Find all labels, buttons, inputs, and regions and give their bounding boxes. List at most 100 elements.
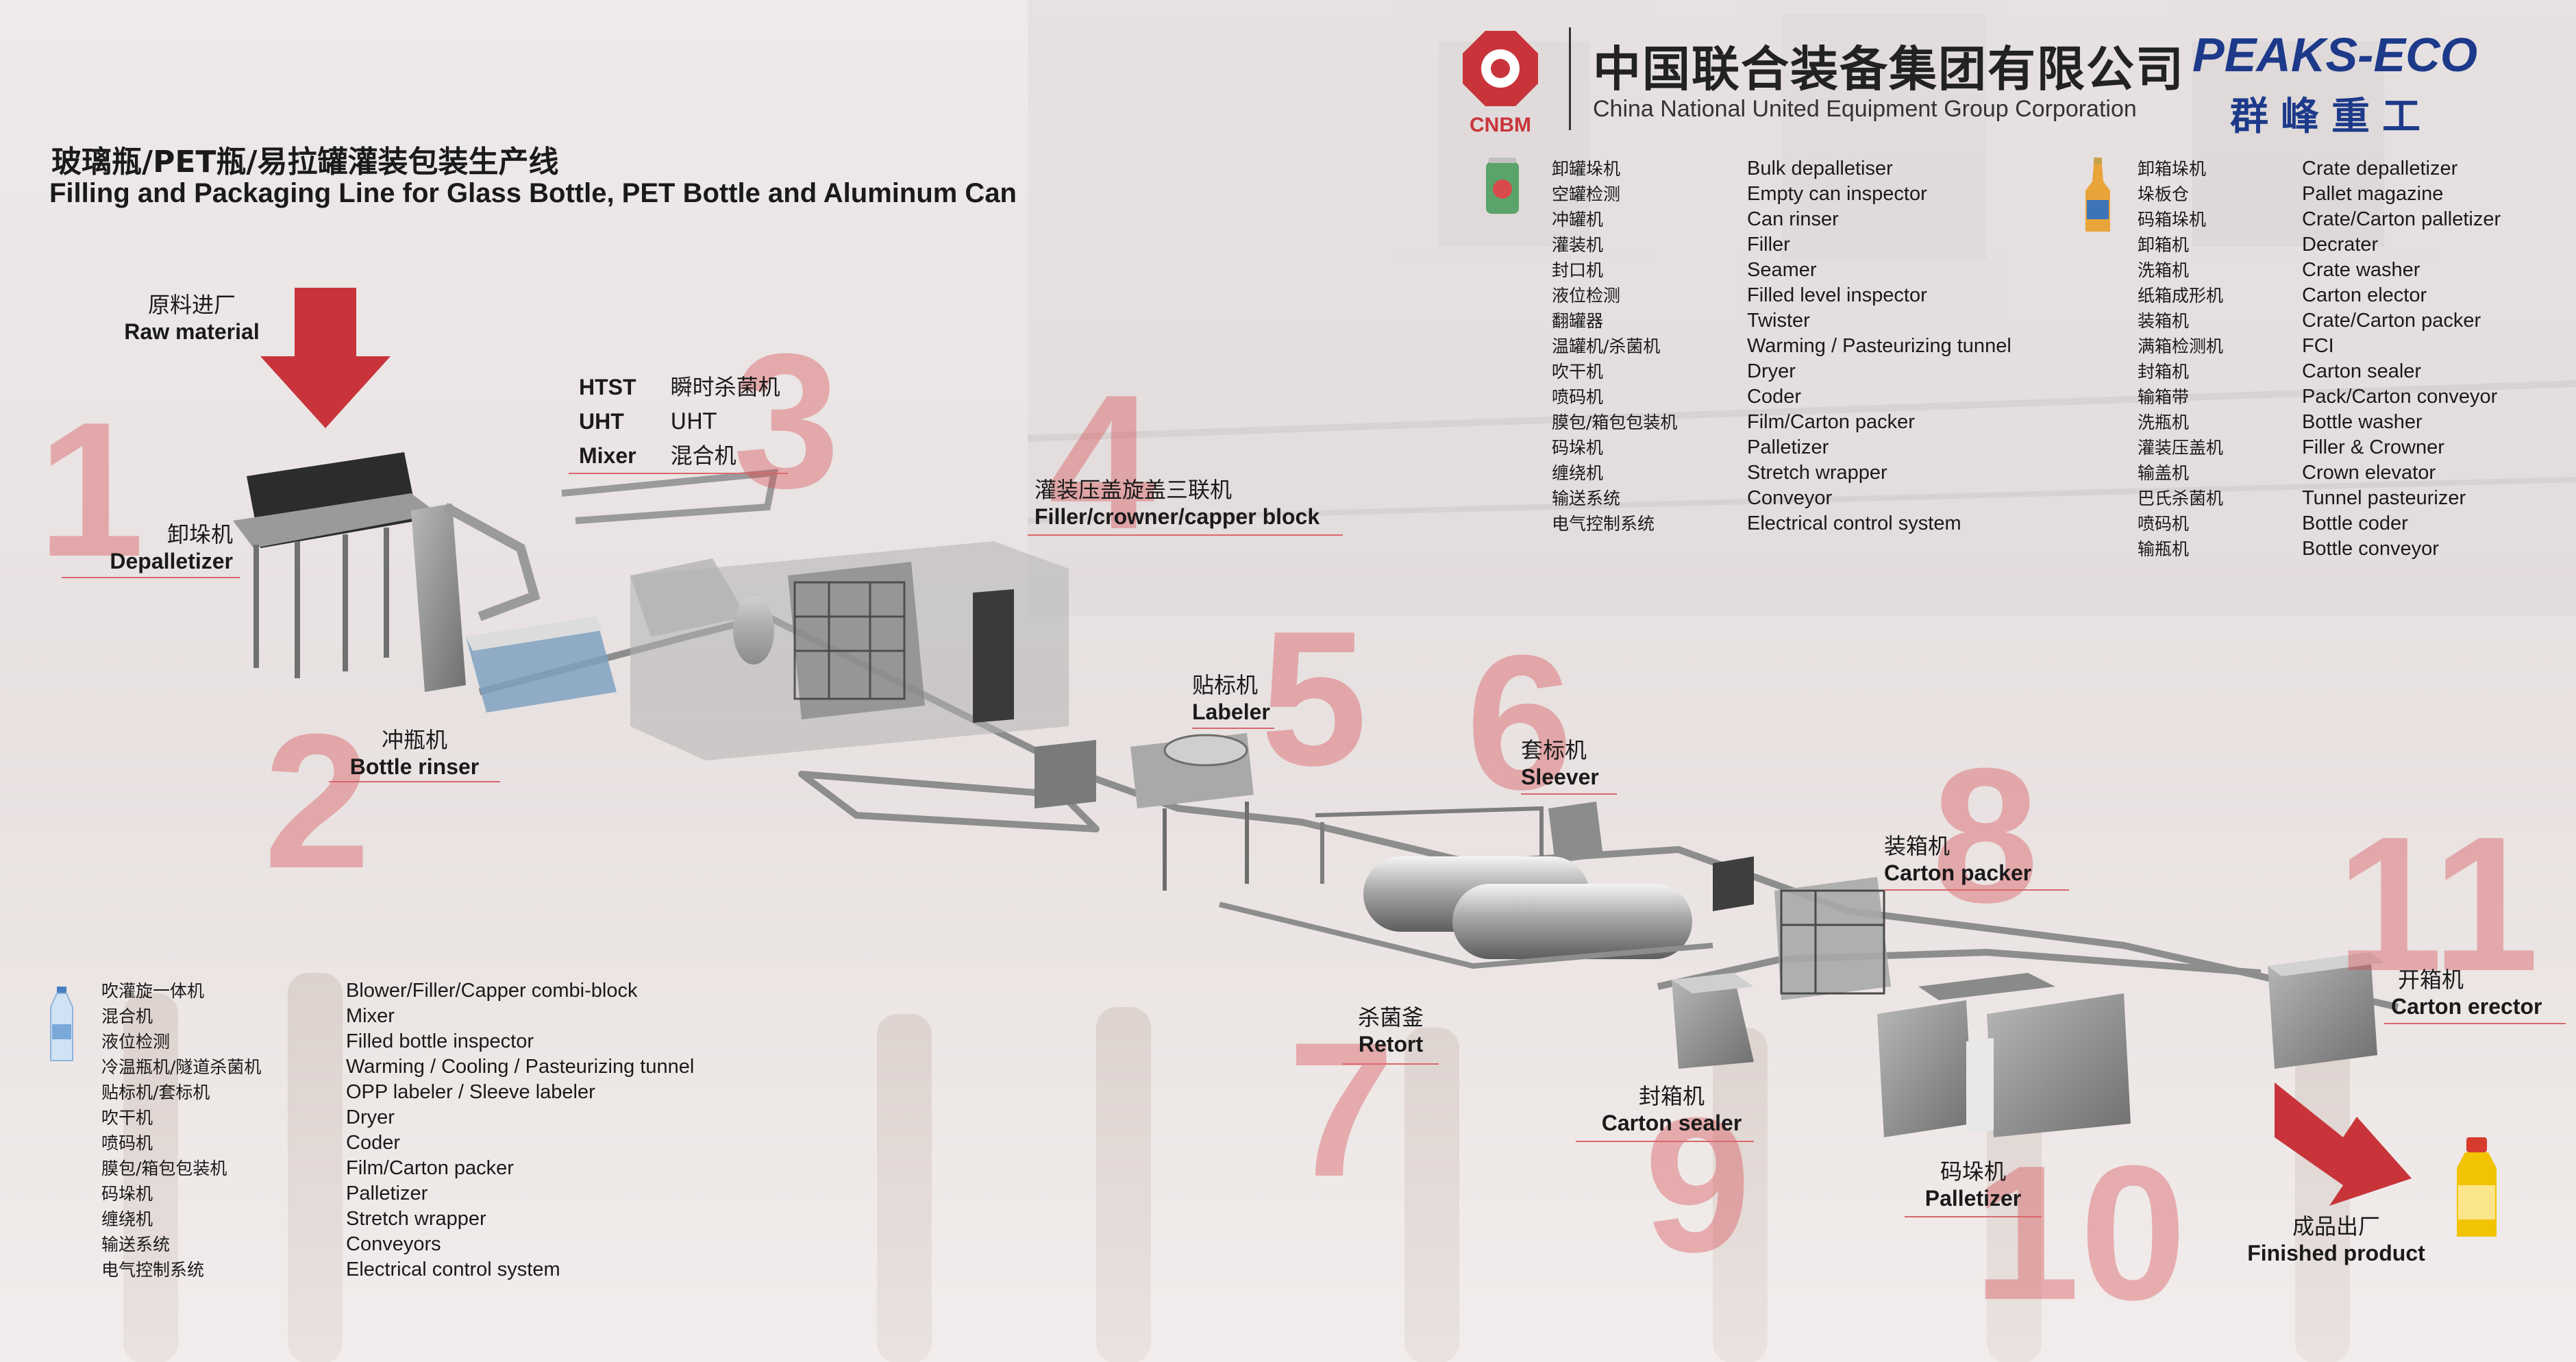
station-label-carton-erector: 开箱机 Carton erector [2391, 963, 2569, 1019]
station-label-zh: 冲瓶机 [381, 727, 447, 753]
mixer-label-en: Mixer [579, 443, 636, 468]
station-number: 6 [1466, 616, 1573, 830]
leader-line [2384, 1023, 2566, 1024]
equipment-list-item: 电气控制系统 [101, 1260, 205, 1280]
equipment-list-item: Empty can inspector [1747, 183, 1927, 205]
htst-label-zh: 瞬时杀菌机 [670, 374, 780, 400]
equipment-list-item: Twister [1747, 310, 1810, 332]
equipment-list-item: 混合机 [101, 1006, 153, 1026]
pet-bottle-icon [50, 987, 73, 1061]
equipment-list-item: 输瓶机 [2138, 539, 2190, 559]
equipment-list-item: Palletizer [346, 1183, 428, 1204]
equipment-list-item: 膜包/箱包包装机 [101, 1159, 227, 1178]
logo-divider [1569, 27, 1571, 130]
equipment-list-item: Pack/Carton conveyor [2302, 386, 2498, 408]
equipment-list-item: 冲罐机 [1552, 210, 1604, 230]
equipment-list-item: Bottle coder [2302, 512, 2408, 534]
station-number: 4 [1048, 356, 1155, 569]
equipment-list-item: Carton sealer [2302, 360, 2422, 382]
equipment-list-item: Filled bottle inspector [346, 1030, 534, 1052]
station-label-en: Retort [1358, 1032, 1424, 1056]
station-label-zh: 贴标机 [1192, 672, 1259, 698]
station-number: 5 [1261, 592, 1367, 806]
equipment-list-item: Warming / Pasteurizing tunnel [1747, 335, 2011, 357]
station-label-en: Depalletizer [110, 549, 233, 573]
equipment-list-item: Filler [1747, 234, 1790, 256]
peaks-eco-logo-zh: 群峰重工 [2230, 95, 2433, 139]
equipment-list-item: 输送系统 [1552, 488, 1621, 508]
station-label-zh: 开箱机 [2398, 967, 2464, 993]
equipment-list-item: 灌装机 [1552, 235, 1604, 255]
equipment-list-item: 卸罐垛机 [1552, 159, 1621, 179]
equipment-list-item: Electrical control system [1747, 512, 1961, 534]
equipment-list-item: 输盖机 [2138, 463, 2190, 483]
equipment-list-item: 卸箱垛机 [2138, 159, 2207, 179]
station-label-en: Filler/crowner/capper block [1035, 504, 1320, 529]
station-number: 3 [733, 314, 840, 528]
equipment-list-item: Crate washer [2302, 259, 2420, 281]
cnbm-emblem-icon [1463, 31, 1538, 106]
equipment-list-item: 巴氏杀菌机 [2138, 488, 2224, 508]
page-title-zh: 玻璃瓶/PET瓶/易拉罐灌装包装生产线 [51, 145, 559, 179]
raw-material-zh: 原料进厂 [147, 292, 236, 318]
equipment-list-item: 满箱检测机 [2138, 336, 2224, 356]
depalletizer-machine [233, 452, 541, 692]
equipment-list-item: Tunnel pasteurizer [2302, 487, 2466, 509]
station-label-en: Bottle rinser [349, 754, 480, 779]
equipment-list-item: 输送系统 [101, 1235, 171, 1254]
equipment-list-item: 喷码机 [2138, 514, 2190, 534]
glass-bottle-icon [2085, 158, 2110, 232]
can-line-zh-list: 卸罐垛机空罐检测冲罐机灌装机封口机液位检测翻罐器温罐机/杀菌机吹干机喷码机膜包/… [1552, 156, 1677, 536]
equipment-list-item: 纸箱成形机 [2138, 286, 2224, 306]
equipment-list-item: 封箱机 [2138, 362, 2190, 382]
equipment-list-item: 输箱带 [2138, 387, 2190, 407]
equipment-list-item: Palletizer [1747, 436, 1829, 458]
equipment-list-item: 缠绕机 [101, 1209, 153, 1229]
equipment-list-item: 吹干机 [1552, 362, 1604, 382]
equipment-list-item: 贴标机/套标机 [101, 1082, 210, 1102]
equipment-list-item: Can rinser [1747, 208, 1839, 230]
equipment-list-item: Blower/Filler/Capper combi-block [346, 980, 638, 1002]
equipment-list-item: Carton elector [2302, 284, 2427, 306]
station-label-en: Palletizer [1924, 1186, 2022, 1211]
mixer-label-zh: 混合机 [670, 443, 736, 469]
glass-line-zh-list: 卸箱垛机垛板仓码箱垛机卸箱机洗箱机纸箱成形机装箱机满箱检测机封箱机输箱带洗瓶机灌… [2138, 156, 2223, 562]
equipment-list-item: 膜包/箱包包装机 [1552, 412, 1678, 432]
station-label-zh: 套标机 [1521, 737, 1587, 763]
page-title-en: Filling and Packaging Line for Glass Bot… [49, 178, 1017, 208]
equipment-list-item: 液位检测 [1552, 286, 1621, 306]
equipment-list-item: Seamer [1747, 259, 1817, 281]
equipment-list-item: Conveyor [1747, 487, 1833, 509]
company-name-en: China National United Equipment Group Co… [1593, 96, 2137, 122]
leader-line [62, 577, 240, 578]
carton-erector-machine [2268, 952, 2384, 1069]
equipment-list-item: Mixer [346, 1005, 395, 1027]
equipment-list-item: 喷码机 [1552, 387, 1604, 407]
filler-capper-block [630, 541, 1069, 760]
equipment-list-item: Decrater [2302, 234, 2379, 256]
leader-line [1028, 534, 1343, 536]
station-label-filler-block: 灌装压盖旋盖三联机 Filler/crowner/capper block [1035, 473, 1350, 530]
raw-material-label: 原料进厂 Raw material [110, 288, 274, 345]
equipment-list-item: Film/Carton packer [1747, 411, 1915, 433]
equipment-list-item: Filler & Crowner [2302, 436, 2444, 458]
leader-line [1884, 889, 2069, 891]
station-label-zh: 杀菌釜 [1357, 1004, 1424, 1030]
equipment-list-item: Crate/Carton palletizer [2302, 208, 2501, 230]
station-label-en: Labeler [1192, 699, 1270, 724]
station-label-zh: 码垛机 [1940, 1159, 2006, 1185]
leader-line [1521, 793, 1617, 795]
station-label-en: Carton sealer [1601, 1111, 1742, 1135]
palletizer-machine [1877, 973, 2131, 1137]
station-number: 2 [264, 695, 371, 908]
uht-label-zh: UHT [670, 408, 717, 434]
equipment-list-item: 洗箱机 [2138, 260, 2190, 280]
leader-line [329, 781, 500, 782]
station-number: 11 [2336, 797, 2539, 1011]
equipment-list-item: 冷温瓶机/隧道杀菌机 [101, 1057, 262, 1077]
equipment-list-item: 灌装压盖机 [2138, 438, 2224, 458]
finished-product-en: Finished product [2247, 1241, 2425, 1265]
juice-bottle-icon [2457, 1137, 2497, 1237]
equipment-list-item: 吹干机 [101, 1108, 153, 1128]
